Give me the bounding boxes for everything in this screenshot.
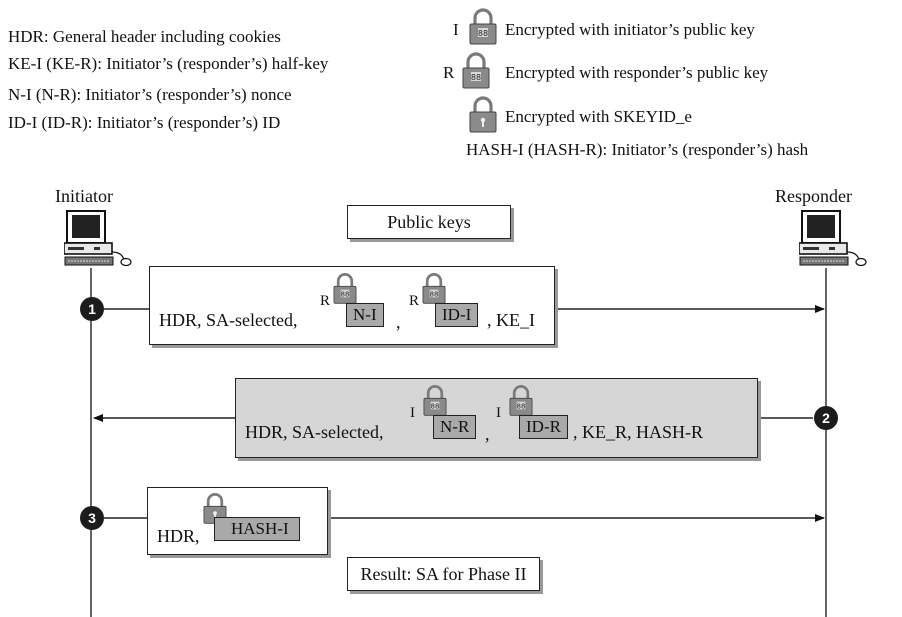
msg3-field-hash: HASH-I xyxy=(214,517,300,541)
public-keys-banner: Public keys xyxy=(347,205,511,239)
padlock-skeyid-icon xyxy=(469,96,497,133)
msg1-enc1-prefix: R xyxy=(320,293,331,309)
msg2-sep: , xyxy=(485,424,490,444)
padlock-icon: 88 xyxy=(469,8,497,45)
msg1-enc2-prefix: R xyxy=(409,293,420,309)
msg1-tail: , KE_I xyxy=(487,310,535,330)
msg1-lead: HDR, SA-selected, xyxy=(159,310,298,330)
svg-text:88: 88 xyxy=(478,29,488,38)
legend-id: ID-I (ID-R): Initiator’s (responder’s) I… xyxy=(8,113,281,132)
svg-text:88: 88 xyxy=(430,291,439,299)
legend-skeyid: Encrypted with SKEYID_e xyxy=(505,107,692,126)
legend-hdr: HDR: General header including cookies xyxy=(8,27,281,46)
message-1-box: HDR, SA-selected, R 88 N-I , R 88 ID-I ,… xyxy=(149,266,555,345)
msg3-lead: HDR, xyxy=(157,526,200,546)
msg2-tail: , KE_R, HASH-R xyxy=(573,422,704,442)
padlock-icon: 88 xyxy=(422,273,446,304)
initiator-label: Initiator xyxy=(55,186,113,206)
msg1-field-nonce: N-I xyxy=(346,303,384,327)
result-label: Result: SA for Phase II xyxy=(360,564,527,584)
step-1-marker: 1 xyxy=(80,297,104,321)
computer-icon xyxy=(799,210,867,267)
padlock-icon: 88 xyxy=(423,385,447,416)
message-3-box: HDR, HASH-I xyxy=(147,487,328,555)
public-keys-label: Public keys xyxy=(387,212,471,232)
legend-ke: KE-I (KE-R): Initiator’s (responder’s) h… xyxy=(8,54,329,73)
msg2-lead: HDR, SA-selected, xyxy=(245,422,384,442)
responder-label: Responder xyxy=(775,186,852,206)
message-2-box: HDR, SA-selected, I 88 N-R , I 88 ID-R ,… xyxy=(235,378,758,458)
svg-text:88: 88 xyxy=(431,403,440,411)
result-banner: Result: SA for Phase II xyxy=(347,557,540,591)
padlock-icon: 88 xyxy=(462,52,490,89)
legend-responder-prefix: R xyxy=(443,63,455,82)
svg-text:88: 88 xyxy=(471,73,481,82)
msg1-field-id: ID-I xyxy=(435,303,479,327)
legend-initiator-prefix: I xyxy=(453,20,459,39)
svg-text:88: 88 xyxy=(517,403,526,411)
step-3-marker: 3 xyxy=(80,506,104,530)
padlock-icon: 88 xyxy=(509,385,533,416)
svg-text:88: 88 xyxy=(341,291,350,299)
legend-initiator-key: Encrypted with initiator’s public key xyxy=(505,20,755,39)
msg1-sep: , xyxy=(396,312,401,332)
msg2-field-id: ID-R xyxy=(519,415,568,439)
msg2-enc1-prefix: I xyxy=(410,405,415,421)
step-2-marker: 2 xyxy=(814,406,838,430)
msg2-field-nonce: N-R xyxy=(433,415,477,439)
computer-icon xyxy=(64,210,132,267)
padlock-icon: 88 xyxy=(333,273,357,304)
legend-hash: HASH-I (HASH-R): Initiator’s (responder’… xyxy=(466,140,809,159)
msg2-enc2-prefix: I xyxy=(496,405,501,421)
legend-nonce: N-I (N-R): Initiator’s (responder’s) non… xyxy=(8,85,292,104)
legend-responder-key: Encrypted with responder’s public key xyxy=(505,63,769,82)
